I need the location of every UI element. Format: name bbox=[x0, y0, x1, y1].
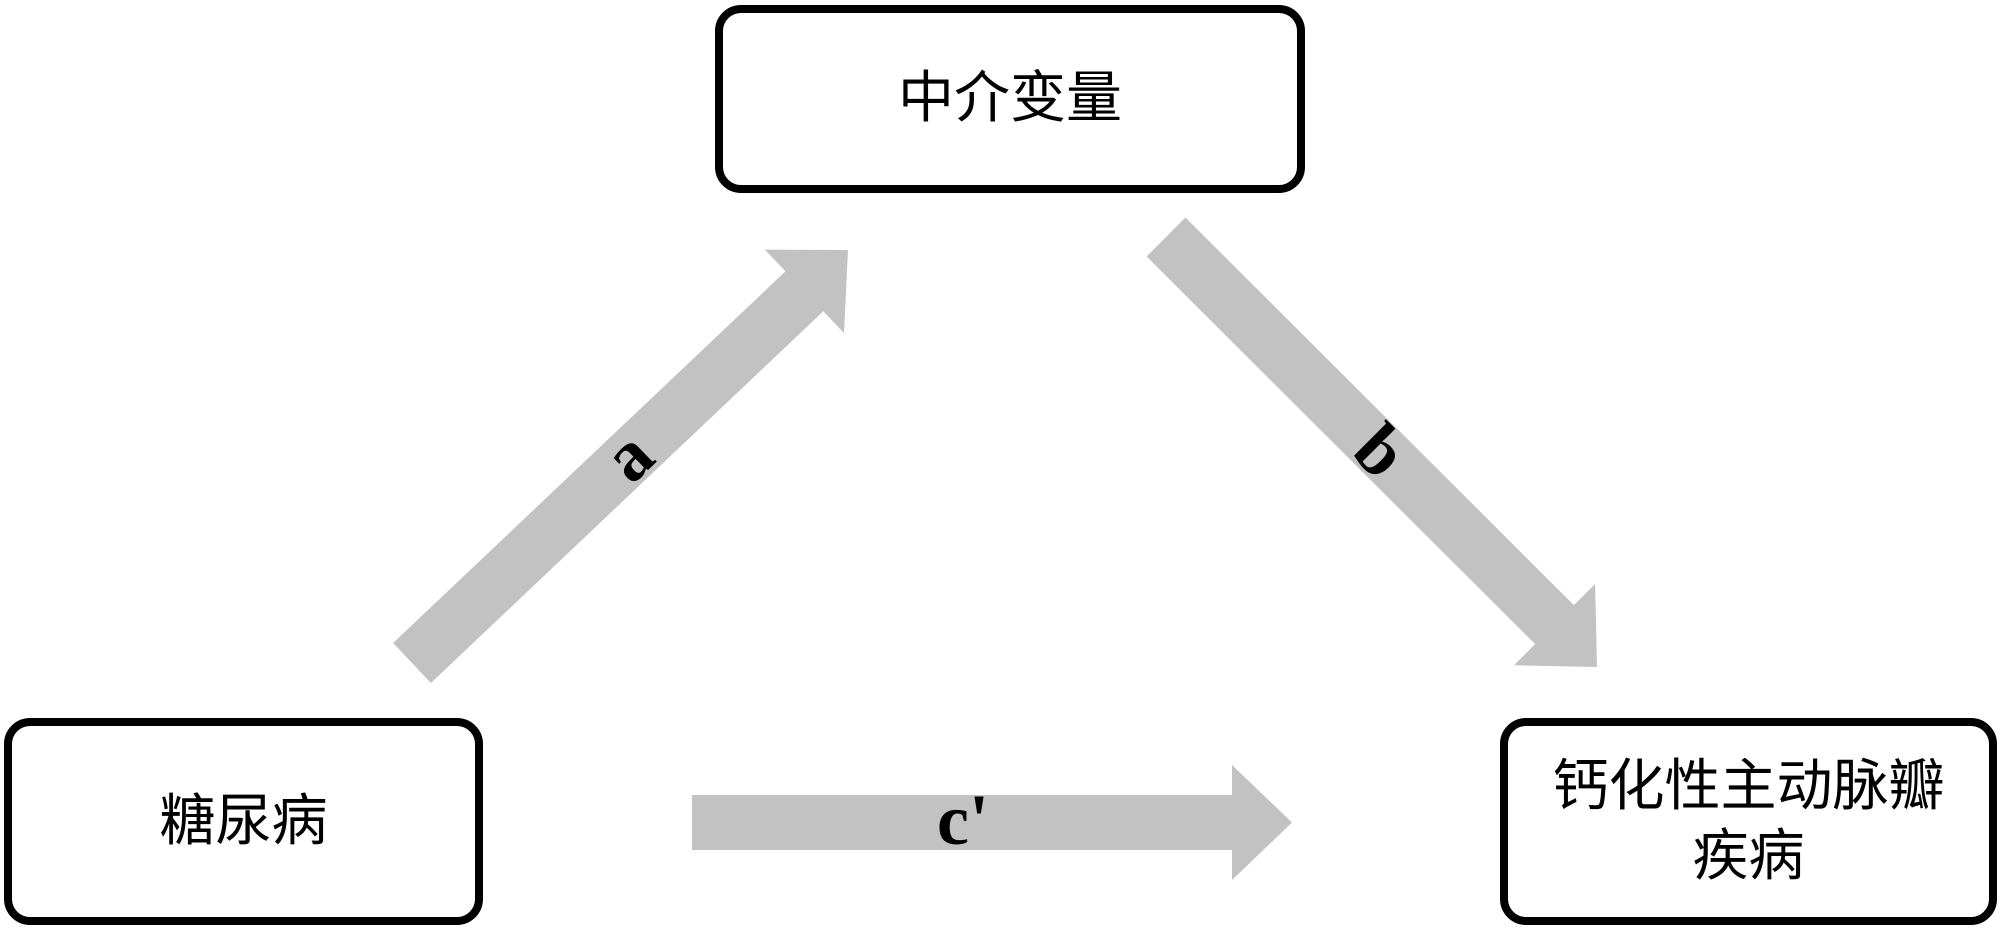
path-c-prime-arrow bbox=[692, 765, 1292, 880]
node-exposure-label: 糖尿病 bbox=[159, 790, 328, 853]
path-b-arrow bbox=[1146, 217, 1597, 667]
edge-label-c-prime: c' bbox=[937, 780, 989, 860]
node-mediator-label: 中介变量 bbox=[898, 68, 1122, 130]
node-mediator: 中介变量 bbox=[715, 5, 1305, 193]
node-outcome: 钙化性主动脉瓣 疾病 bbox=[1500, 718, 1997, 925]
node-outcome-label-line1: 钙化性主动脉瓣 bbox=[1552, 755, 1945, 818]
node-outcome-label-line2: 疾病 bbox=[1692, 825, 1805, 888]
path-a-arrow bbox=[393, 249, 848, 683]
node-exposure: 糖尿病 bbox=[4, 718, 483, 925]
